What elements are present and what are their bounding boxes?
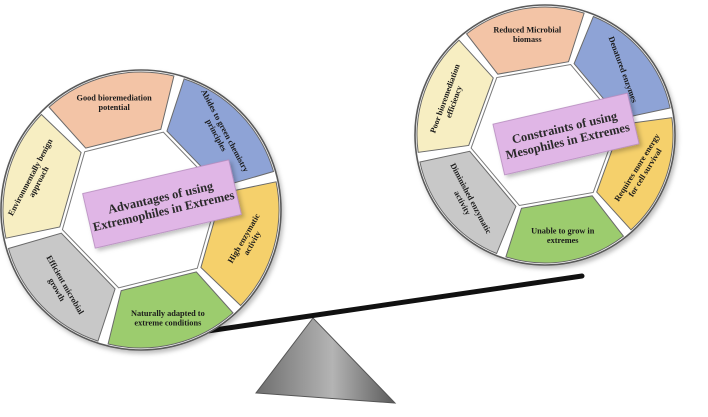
seesaw-beam — [157, 273, 585, 341]
right-segment-label-line: biomass — [513, 35, 542, 44]
right-segment-4 — [419, 150, 517, 255]
left-segment-3 — [107, 271, 234, 349]
right-segment-1 — [573, 15, 671, 120]
left-segment-label-line: extreme conditions — [134, 318, 202, 327]
left-segment-label-line: Naturally adapted to — [131, 309, 205, 318]
right-segment-label-line: Reduced Microbial — [493, 26, 562, 35]
right-segment-3 — [505, 195, 625, 264]
right-segment-5 — [416, 39, 494, 153]
left-segment-5 — [2, 113, 82, 239]
right-segment-0 — [465, 6, 585, 75]
left-segment-1 — [166, 78, 275, 188]
left-segment-label-line: potential — [98, 103, 130, 112]
right-center-label: Constraints of usingMesophiles in Extrem… — [492, 92, 640, 176]
right-center-box — [492, 92, 640, 176]
left-center-label: Advantages of usingExtremophiles in Extr… — [82, 159, 242, 249]
right-segment-label-line: extremes — [547, 236, 579, 245]
left-segment-4 — [7, 232, 116, 342]
right-segment-label-line: Unable to grow in — [531, 227, 595, 236]
left-segment-0 — [48, 71, 175, 149]
left-center-box — [82, 159, 242, 249]
fulcrum-triangle — [255, 317, 397, 404]
left-segment-label-line: Good bioremediation — [77, 93, 153, 102]
